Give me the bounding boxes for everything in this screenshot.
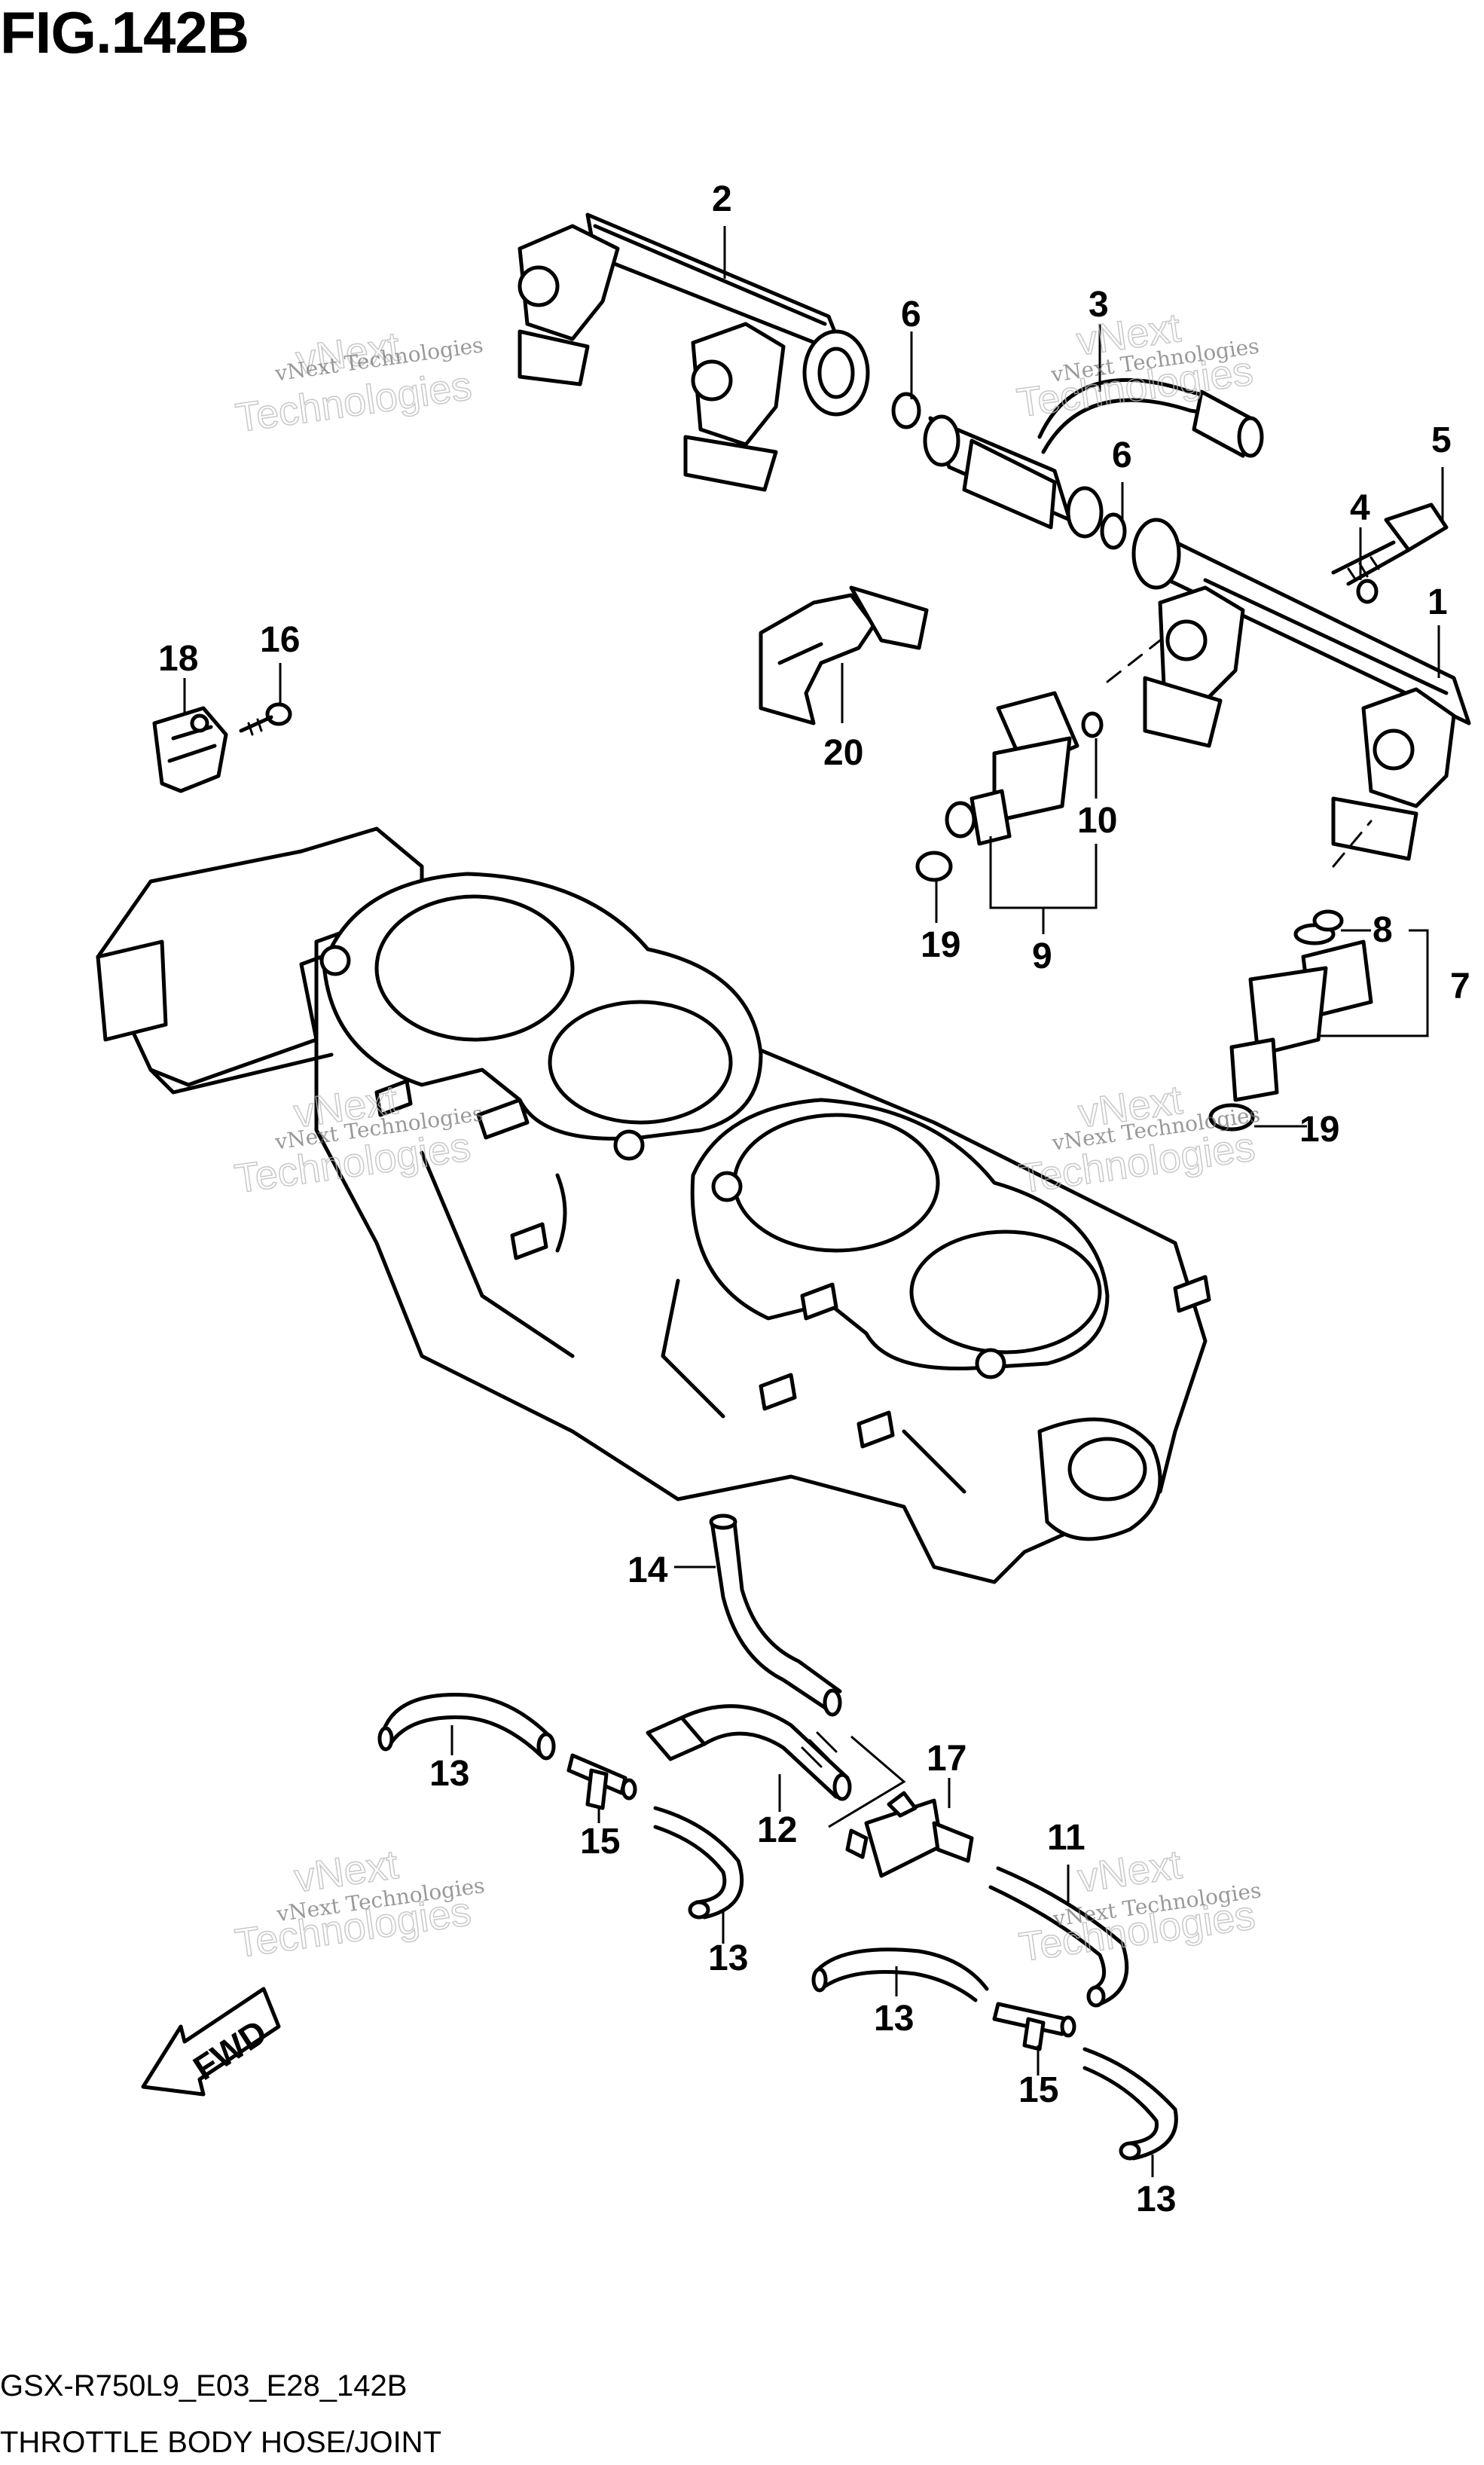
alignment-line-2: [1332, 820, 1373, 868]
callout-6-upper: 6: [901, 295, 921, 334]
fwd-arrow-icon: FWD: [141, 1987, 281, 2097]
throttle-body: [96, 826, 1211, 1584]
callout-8: 8: [1373, 910, 1393, 950]
callout-11: 11: [1047, 1818, 1086, 1858]
callout-13-a: 13: [429, 1754, 469, 1794]
fuel-injector-7: [1229, 923, 1373, 1102]
watermark-upper-left: vNext Technologies vNext Technologies: [232, 323, 484, 441]
o-ring-8: [1312, 909, 1344, 932]
hose-11-end: [1086, 1985, 1106, 2008]
callout-12: 12: [757, 1810, 797, 1850]
model-code: GSX-R750L9_E03_E28_142B: [0, 2369, 407, 2402]
callout-7: 7: [1450, 967, 1470, 1006]
fuel-feed-pipe-3: [923, 377, 1264, 539]
washer-4: [1356, 579, 1379, 604]
hose-13b-wall-b: [653, 1825, 727, 1904]
callout-19-right: 19: [1299, 1110, 1339, 1150]
hose-14-end-bottom: [823, 1688, 842, 1717]
hose-13d-wall-a: [1082, 2047, 1178, 2161]
callout-6-lower: 6: [1112, 435, 1132, 475]
callout-13-d: 13: [1136, 2179, 1176, 2219]
callout-16: 16: [260, 620, 300, 660]
o-ring-6-upper: [891, 392, 921, 429]
callout-18: 18: [158, 639, 198, 679]
callout-10: 10: [1077, 801, 1117, 841]
hose-13a-end-right: [536, 1732, 556, 1761]
callout-15-lower: 15: [1018, 2070, 1058, 2110]
clamp-20: [759, 585, 929, 725]
hose-11-wall-a: [996, 1866, 1129, 2006]
callout-4: 4: [1350, 488, 1370, 528]
hose-14-outer-a: [710, 1520, 831, 1712]
hose-13c-wall-b: [819, 1970, 978, 2002]
o-ring-10: [1081, 711, 1104, 738]
hose-12: [646, 1704, 852, 1801]
hose-13c-wall-a: [815, 1947, 989, 1991]
hose-13d-end: [1119, 2141, 1141, 2161]
fuel-injector-9: [945, 691, 1079, 846]
hose-13a-wall-b: [386, 1715, 543, 1758]
screw-16: [239, 702, 292, 736]
watermark-middle-left: vNext Technologies vNext Technologies: [231, 1077, 484, 1202]
hose-14-outer-b: [732, 1520, 842, 1694]
alignment-line-1: [1106, 639, 1162, 683]
callout-9: 9: [1032, 936, 1052, 976]
callout-13-c: 13: [874, 1999, 914, 2039]
fuel-rail-1: [1131, 518, 1471, 861]
callout-20: 20: [823, 733, 863, 773]
watermark-middle-right: vNext Technologies vNext Technologies: [1015, 1077, 1261, 1202]
callout-14: 14: [627, 1550, 668, 1590]
hose-13b-end: [688, 1900, 710, 1920]
hose-14-end-top: [709, 1514, 737, 1530]
joint-17: [845, 1791, 974, 1878]
seal-19-left: [915, 851, 953, 882]
joint-15-lower: [992, 2002, 1076, 2051]
callout-2: 2: [712, 179, 732, 219]
watermark-lower-left: vNext Technologies vNext Technologies: [232, 1841, 487, 1967]
figure-title: FIG.142B: [0, 0, 249, 66]
callout-1: 1: [1428, 582, 1448, 622]
callout-5: 5: [1431, 420, 1452, 460]
hose-13b-wall-a: [653, 1806, 744, 1920]
figure-caption: THROTTLE BODY HOSE/JOINT: [0, 2426, 441, 2459]
bolt-5: [1331, 502, 1449, 586]
hose-13a-end-left: [377, 1726, 394, 1752]
joint-15-upper: [566, 1753, 637, 1810]
callout-15-upper: 15: [580, 1822, 620, 1862]
callout-19-left: 19: [921, 925, 960, 965]
hose-13a-wall-a: [382, 1693, 552, 1739]
o-ring-6-lower: [1100, 512, 1127, 550]
leader-lines: [183, 226, 1444, 2177]
callout-17: 17: [927, 1739, 966, 1779]
fuel-rail-2: [518, 212, 870, 492]
callout-3: 3: [1089, 285, 1109, 325]
hose-11-wall-b: [988, 1885, 1107, 1991]
hose-13d-wall-b: [1082, 2066, 1159, 2146]
hose-13c-end-left: [811, 1967, 828, 1993]
sensor-18: [152, 706, 228, 793]
seal-19-right: [1208, 1103, 1255, 1132]
callout-13-b: 13: [708, 1938, 748, 1978]
